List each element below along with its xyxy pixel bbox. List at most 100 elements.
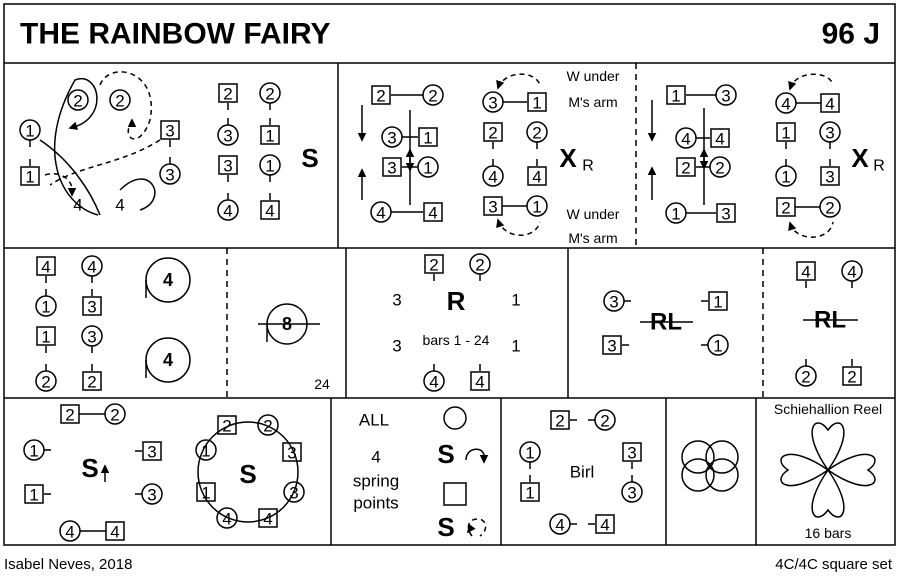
man-dancer [527,92,547,112]
dancer-number: 4 [600,516,609,535]
dancer-number: 1 [525,444,534,463]
bar-count: 24 [314,376,330,392]
dancer-number: 2 [376,87,385,106]
woman-dancer [283,481,305,503]
dancer-number: 3 [147,486,156,505]
set-info: 4C/4C square set [775,556,892,573]
dancer-number: 2 [429,256,438,275]
man-symbol [443,482,467,506]
man-dancer [160,120,180,140]
dancer-number: 3 [607,337,616,356]
note: W under [567,68,620,84]
man-dancer [483,122,503,142]
woman-dancer [67,89,89,111]
dancer-number: 3 [147,443,156,462]
interlock-circle [681,458,715,492]
man-dancer [676,157,696,177]
dancer-number: 3 [165,122,174,141]
dancer-number: 1 [532,94,541,113]
dancer-number: 3 [289,484,298,503]
solid-track [119,178,156,211]
figure-text: ALL [359,411,389,430]
man-dancer [24,484,44,504]
dancer-number: 3 [627,484,636,503]
arrow-head [357,168,367,178]
dancer-number: 4 [110,523,119,542]
circle-count: 4 [163,270,173,290]
arrow-head [479,454,489,464]
dancer-number: 1 [41,328,50,347]
man-dancer [520,482,540,502]
position-number: 3 [392,337,401,356]
man-dancer [282,442,302,462]
label: 4 [73,196,82,215]
arrow-head [647,166,657,176]
dancer-number: 2 [265,85,274,104]
man-dancer [550,410,570,430]
arrow-head [647,132,657,142]
woman-dancer [195,439,217,461]
dancer-number: 4 [475,373,484,392]
figure-text: points [353,494,398,513]
dancer-number: 3 [488,198,497,217]
woman-dancer [257,414,279,436]
dancer-number: 3 [223,157,232,176]
interlock-circle [681,440,715,474]
man-dancer [218,83,238,103]
dancer-number: 2 [263,417,272,436]
interlock-circle [705,458,739,492]
arrow-head [357,132,367,142]
figure-symbol: RL [650,309,682,336]
dancer-number: 4 [428,204,437,223]
dancer-number: 1 [671,205,680,224]
circle-figure [197,421,299,523]
arrow-head [496,79,505,90]
figure-text: 4 [371,448,380,467]
figure-text: spring [353,472,399,491]
dancer-number: 2 [222,417,231,436]
man-dancer [796,261,816,281]
figure-symbol: S [81,453,98,483]
figure-symbol: S [301,143,318,173]
dancer-number: 4 [801,263,810,282]
dashed-track [789,221,834,238]
man-dancer [82,371,102,391]
figure-symbol: S [437,439,454,469]
figure-symbol: RL [814,307,846,334]
dancer-number: 2 [681,159,690,178]
dancer-number: 4 [222,510,231,529]
dancer-number: 2 [87,373,96,392]
position-number: 1 [511,291,520,310]
dancer-number: 1 [781,124,790,143]
arrow-head [788,80,797,91]
figure-text: Birl [570,463,595,482]
dashed-track [99,71,153,140]
circle-count: 4 [163,350,173,370]
man-dancer [260,200,280,220]
man-dancer [371,85,391,105]
dancer-number: 2 [65,406,74,425]
dancer-number: 3 [488,94,497,113]
man-dancer [217,415,237,435]
man-dancer [666,85,686,105]
dancer-number: 1 [265,127,274,146]
dancer-number: 1 [525,484,534,503]
dancer-number: 1 [423,129,432,148]
man-dancer [142,441,162,461]
man-dancer [36,326,56,346]
dancer-number: 4 [263,510,272,529]
dancer-number: 3 [87,328,96,347]
dancer-number: 2 [475,256,484,275]
dancer-number: 1 [201,442,210,461]
dancer-number: 2 [41,373,50,392]
interlock-circle [705,440,739,474]
dancer-number: 4 [87,258,96,277]
dancer-number: 2 [115,92,124,111]
dancer-number: 1 [671,87,680,106]
dancer-number: 2 [488,124,497,143]
dancer-number: 1 [41,298,50,317]
dashed-track [49,139,161,186]
dancer-number: 3 [627,444,636,463]
man-dancer [82,296,102,316]
man-dancer [20,166,40,186]
